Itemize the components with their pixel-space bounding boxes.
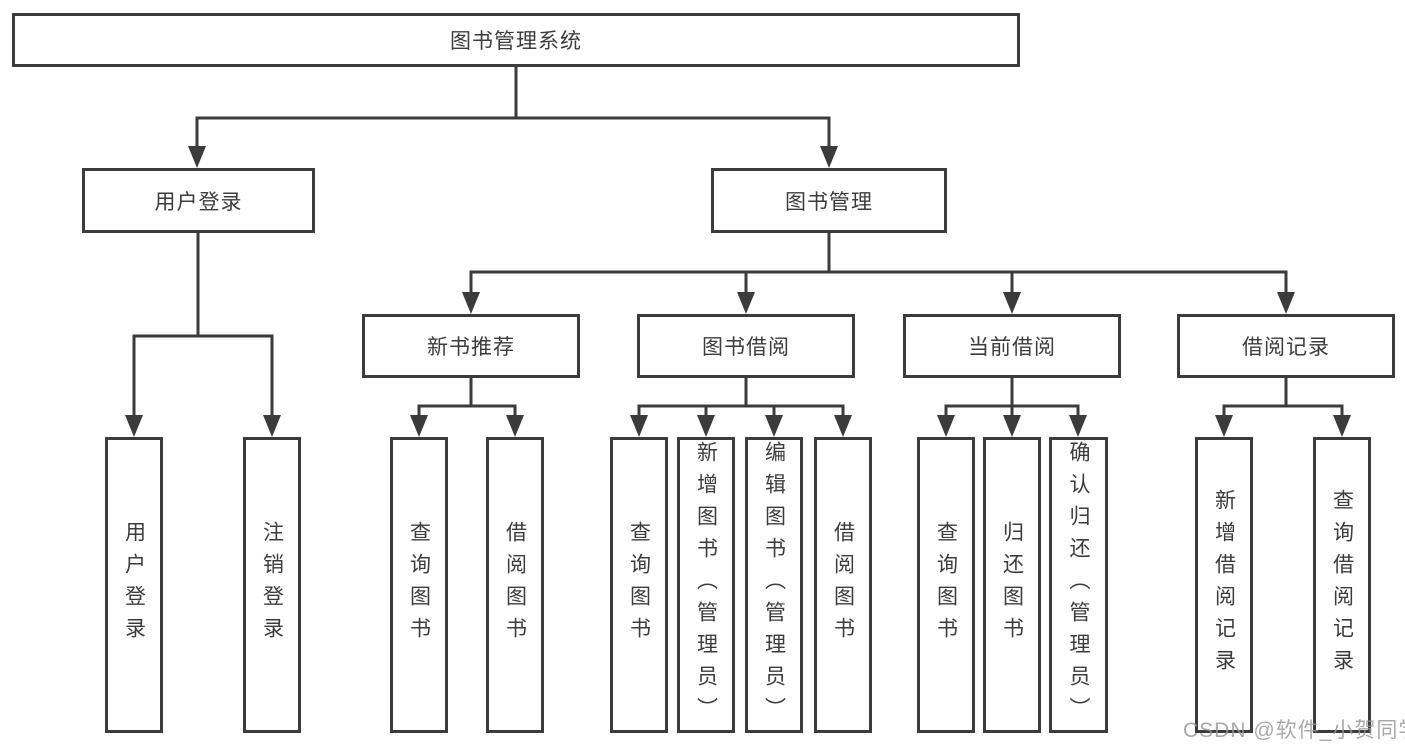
leaf-confirm-return-admin: 确认归还（管理员） [1049,437,1108,733]
node-current-borrow: 当前借阅 [903,314,1121,378]
leaf-record-query-label: 查询借阅记录 [1330,489,1354,681]
leaf-return-book: 归还图书 [983,437,1041,733]
node-book-borrow-label: 图书借阅 [702,336,790,359]
node-borrow-record-label: 借阅记录 [1242,336,1330,359]
leaf-current-query-label: 查询图书 [934,521,958,649]
leaf-borrow-query: 查询图书 [610,437,668,733]
node-book-management-label: 图书管理 [785,190,873,214]
leaf-borrow-book: 借阅图书 [814,437,872,733]
leaf-borrow-book-label: 借阅图书 [831,521,855,649]
node-new-book-recommend-label: 新书推荐 [427,336,515,359]
leaf-borrow-query-label: 查询图书 [627,521,651,649]
leaf-newbook-borrow: 借阅图书 [486,437,544,733]
leaf-borrow-edit-admin-label: 编辑图书（管理员） [762,441,786,729]
leaf-newbook-borrow-label: 借阅图书 [503,521,527,649]
csdn-watermark: CSDN @软件_小贺同学 [1183,719,1405,742]
leaf-user-login-label: 用户登录 [122,521,146,649]
leaf-record-query: 查询借阅记录 [1313,437,1371,733]
leaf-newbook-query-label: 查询图书 [407,521,431,649]
node-user-login: 用户登录 [82,168,315,233]
node-current-borrow-label: 当前借阅 [968,336,1056,359]
leaf-current-query: 查询图书 [917,437,975,733]
node-root: 图书管理系统 [12,13,1020,67]
node-user-login-label: 用户登录 [154,190,243,214]
leaf-borrow-add-admin-label: 新增图书（管理员） [694,441,718,729]
leaf-return-book-label: 归还图书 [1000,521,1024,649]
leaf-record-add: 新增借阅记录 [1195,437,1253,733]
leaf-confirm-return-admin-label: 确认归还（管理员） [1067,441,1090,729]
leaf-user-login: 用户登录 [105,437,163,733]
leaf-borrow-edit-admin: 编辑图书（管理员） [745,437,803,733]
node-book-management: 图书管理 [711,168,947,233]
leaf-newbook-query: 查询图书 [390,437,448,733]
node-book-borrow: 图书借阅 [637,314,855,378]
node-new-book-recommend: 新书推荐 [362,314,580,378]
node-root-label: 图书管理系统 [450,30,582,53]
leaf-record-add-label: 新增借阅记录 [1212,489,1236,681]
leaf-borrow-add-admin: 新增图书（管理员） [677,437,735,733]
leaf-logout: 注销登录 [243,437,301,733]
node-borrow-record: 借阅记录 [1177,314,1395,378]
leaf-logout-label: 注销登录 [260,521,284,649]
